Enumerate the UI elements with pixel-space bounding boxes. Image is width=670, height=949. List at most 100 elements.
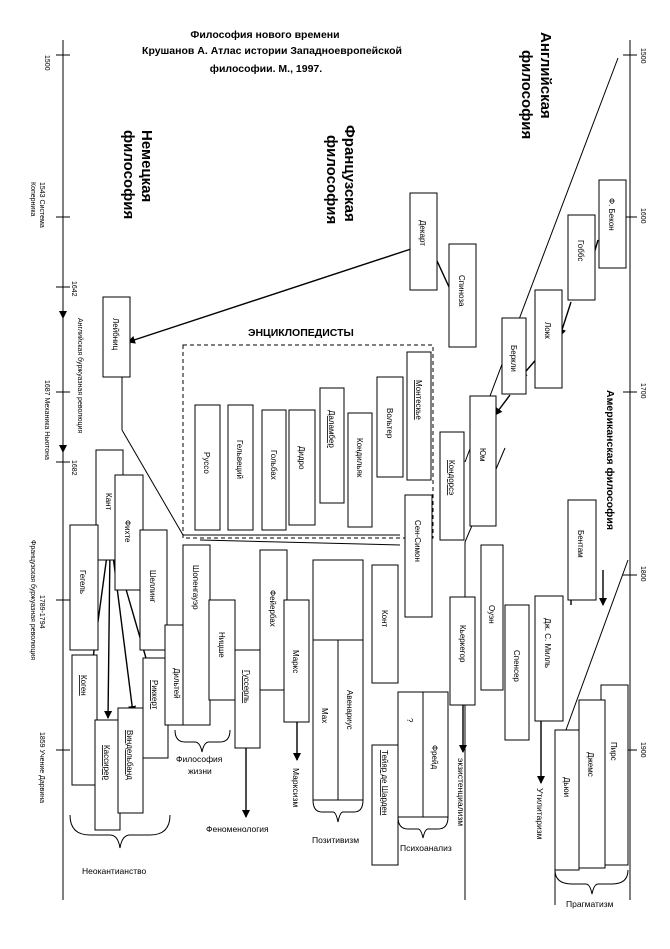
box-holbach: Гольбах xyxy=(261,409,287,531)
box-spinoza: Спиноза xyxy=(448,243,477,348)
french-revolution-years: 1789-1794 xyxy=(38,595,45,629)
heading-american: Американская философия xyxy=(604,390,616,530)
box-comte: Конт xyxy=(371,564,399,684)
svg-text:Вольтер: Вольтер xyxy=(385,408,394,439)
right-year-1500: 1500 xyxy=(639,48,646,64)
svg-text:Оуэн: Оуэн xyxy=(487,605,496,624)
box-helvetius: Гельвеций xyxy=(227,404,254,531)
box-leibniz: Лейбниц xyxy=(102,296,131,378)
heading-encyclopedists: ЭНЦИКЛОПЕДИСТЫ xyxy=(248,327,354,339)
box-rickert: Риккерт xyxy=(142,657,169,759)
heading-french-1: Французская xyxy=(341,125,358,222)
left-year-1500: 1500 xyxy=(43,55,50,71)
svg-text:Гельвеций: Гельвеций xyxy=(235,440,244,479)
brace-positivism xyxy=(312,799,364,823)
right-year-1800: 1800 xyxy=(639,566,646,582)
svg-text:Спенсер: Спенсер xyxy=(512,650,521,682)
copernicus-line-2: Коперника xyxy=(29,182,36,217)
svg-text:Шопенгауэр: Шопенгауэр xyxy=(191,565,200,610)
svg-text:Гоббс: Гоббс xyxy=(576,240,585,261)
box-montesquieu: Монтескье xyxy=(406,351,432,481)
box-windelband: Виндельбанд xyxy=(117,707,144,814)
svg-text:Фихте: Фихте xyxy=(123,520,132,543)
french-revolution-label: Французская буржуазная революция xyxy=(29,540,37,660)
svg-text:Джемс: Джемс xyxy=(586,752,595,777)
svg-text:Дж. С. Милль: Дж. С. Милль xyxy=(543,618,552,668)
arrow-descartes-leibniz xyxy=(127,247,415,344)
svg-text:Кондорсэ: Кондорсэ xyxy=(447,460,456,495)
label-philosophy-of-life-1: Философия xyxy=(176,754,223,764)
box-diderot: Дидро xyxy=(288,409,316,526)
english-revolution-label: Английская буржуазная революция xyxy=(76,318,84,433)
encyclopedists-frame xyxy=(182,344,434,539)
svg-text:Дидро: Дидро xyxy=(297,446,306,470)
svg-text:Фейербах: Фейербах xyxy=(268,590,277,627)
heading-english-1: Английская xyxy=(537,32,554,119)
french-section-baseline xyxy=(199,539,401,546)
american-divider-line xyxy=(554,559,629,761)
box-feuerbach: Фейербах xyxy=(259,549,288,691)
svg-text:Гуссерль: Гуссерль xyxy=(242,670,251,703)
avenarius-label: Авенариус xyxy=(345,690,354,730)
svg-text:Бентам: Бентам xyxy=(576,530,585,558)
box-marx: Маркс xyxy=(283,599,310,723)
box-hobbes: Гоббс xyxy=(567,214,596,301)
brace-psychoanalysis xyxy=(397,816,449,839)
svg-text:Даламбер: Даламбер xyxy=(327,410,336,448)
label-neokantianism: Неокантианство xyxy=(82,866,147,876)
svg-text:Руссо: Руссо xyxy=(202,452,211,474)
svg-text:Виндельбанд: Виндельбанд xyxy=(125,730,134,780)
box-owen: Оуэн xyxy=(480,544,504,691)
box-locke: Локк xyxy=(534,289,563,389)
box-descartes: Декарт xyxy=(409,192,438,291)
box-bacon: Ф. Бекон xyxy=(598,179,627,269)
svg-text:Гольбах: Гольбах xyxy=(269,450,278,480)
left-year-1642: 1642 xyxy=(70,281,77,297)
box-bentham: Бентам xyxy=(567,499,597,601)
right-year-1900: 1900 xyxy=(639,742,646,758)
heading-german-1: Немецкая xyxy=(138,130,155,202)
arrow-kant-cassirer xyxy=(104,547,113,719)
box-positivism-group xyxy=(312,559,364,801)
box-rousseau: Руссо xyxy=(194,404,221,531)
copernicus-line-1: 1543 Система xyxy=(38,182,45,228)
svg-text:Риккерт: Риккерт xyxy=(150,680,159,710)
label-pragmatism: Прагматизм xyxy=(566,899,614,909)
svg-text:Шеллинг: Шеллинг xyxy=(148,570,157,603)
arrow-berkeley-hume xyxy=(494,394,511,416)
heading-english-2: философия xyxy=(518,50,535,139)
box-james: Джемс xyxy=(578,699,606,869)
svg-text:Пирс: Пирс xyxy=(609,742,618,761)
svg-text:Кассирер: Кассирер xyxy=(102,745,111,780)
english-divider-line xyxy=(464,57,619,463)
svg-text:Конт: Конт xyxy=(380,610,389,628)
right-year-1700: 1700 xyxy=(639,383,646,399)
label-existentialism: экзистенциализм xyxy=(456,758,466,826)
freud-label: Фрейд xyxy=(430,745,439,769)
label-marxism: Марксизм xyxy=(291,768,301,807)
label-phenomenology: Феноменология xyxy=(206,824,269,834)
title-line-3: философии. М., 1997. xyxy=(210,63,322,75)
box-cohen: Коген xyxy=(71,654,98,786)
svg-text:Дильтей: Дильтей xyxy=(172,668,181,699)
brace-neokantianism xyxy=(69,814,171,849)
heading-german-2: философия xyxy=(120,130,137,219)
box-schopenhauer: Шопенгауэр xyxy=(182,544,211,726)
right-year-1600: 1600 xyxy=(639,208,646,224)
mach-label: Мах xyxy=(320,708,329,723)
box-dewey: Дьюи xyxy=(554,729,580,871)
svg-text:Спиноза: Спиноза xyxy=(457,275,466,307)
label-utilitarianism: Утилитаризм xyxy=(535,788,545,840)
heading-french-2: философия xyxy=(323,135,340,224)
svg-text:Монтескье: Монтескье xyxy=(414,380,423,420)
svg-text:Сен-Симон: Сен-Симон xyxy=(413,520,422,562)
title-line-2: Крушанов А. Атлас истории Западноевропей… xyxy=(142,45,402,57)
left-year-1682: 1682 xyxy=(70,460,77,476)
svg-text:Декарт: Декарт xyxy=(418,220,427,246)
box-psychoanalysis-group xyxy=(397,691,449,818)
label-positivism: Позитивизм xyxy=(312,835,359,845)
label-philosophy-of-life-2: жизни xyxy=(188,766,212,776)
svg-text:Кьеркегор: Кьеркегор xyxy=(458,625,467,663)
